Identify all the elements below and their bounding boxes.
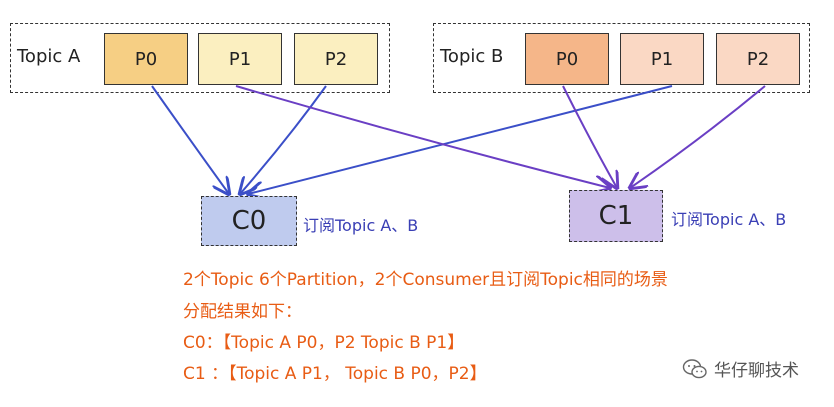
description-heading: 分配结果如下： [183,302,302,322]
topic-a-partition-p1: P1 [198,33,282,85]
watermark-text: 华仔聊技术 [714,361,799,381]
consumer-c1-subscription: 订阅Topic A、B [671,210,787,229]
description-scenario: 2个Topic 6个Partition，2个Consumer且订阅Topic相同… [183,270,668,290]
consumer-c0: C0 [201,196,297,246]
topic-b-group [433,23,810,93]
topic-a-group [10,23,390,93]
topic-b-partition-p0: P0 [525,33,609,85]
topic-a-partition-p2: P2 [294,33,378,85]
watermark: 华仔聊技术 [682,356,799,381]
topic-b-label: Topic B [440,46,504,67]
arrow-b-p0-to-c1 [562,85,617,188]
topic-a-partition-p0: P0 [104,33,188,85]
arrow-a-p1-to-c1 [235,85,610,188]
wechat-icon [682,358,707,378]
topic-b-partition-p1: P1 [620,33,704,85]
arrow-b-p1-to-c0 [248,85,673,194]
topic-a-label: Topic A [17,46,81,67]
topic-b-partition-p2: P2 [716,33,800,85]
description-c1-assignment: C1 ：【Topic A P1， Topic B P0，P2】 [183,364,487,384]
arrow-b-p2-to-c1 [630,85,766,188]
consumer-c0-subscription: 订阅Topic A、B [303,216,419,235]
arrow-a-p0-to-c0 [151,85,229,194]
description-c0-assignment: C0：【Topic A P0，P2 Topic B P1】 [183,333,465,353]
consumer-c1: C1 [569,190,663,242]
